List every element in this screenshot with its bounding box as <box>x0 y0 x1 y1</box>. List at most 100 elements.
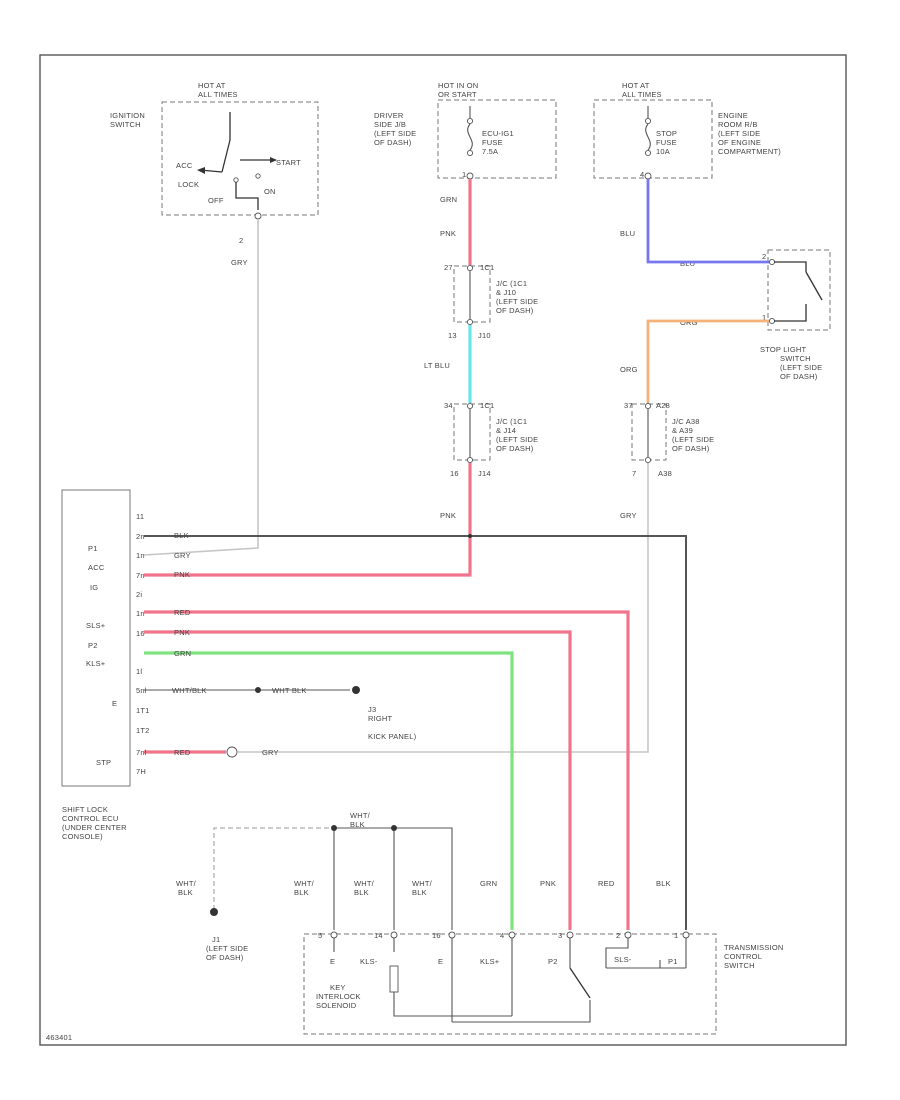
stop-switch-terminal-2 <box>768 258 776 266</box>
driver-jb-fuse-1: ECU-IG1 <box>482 129 514 138</box>
tcs-wire-3a: WHT/ <box>412 879 433 888</box>
ground-j1-loc-2: OF DASH) <box>206 953 244 962</box>
stop-switch-terminal-1 <box>768 317 776 325</box>
tcs-name-2: CONTROL <box>724 952 762 961</box>
tcs-label-p1: P1 <box>668 957 678 966</box>
ignition-terminal-2 <box>254 212 262 220</box>
ignition-pos-start: START <box>276 158 301 167</box>
tcs-wire-2b: BLK <box>354 888 369 897</box>
ecu-pin-11: 1T2 <box>136 726 150 735</box>
tcs-terminal-2 <box>624 931 632 939</box>
ecu-pin-4: 7n <box>136 571 145 580</box>
jc-stop-wire-in: ORG <box>620 365 638 374</box>
ignition-name-1: IGNITION <box>110 111 145 120</box>
engine-rb-fuse-2: FUSE <box>656 138 677 147</box>
tcs-terminal-16 <box>448 931 456 939</box>
driver-jb-pin: 1 <box>462 170 466 179</box>
ecu-wire-pnk-p2: PNK <box>174 628 190 637</box>
ecu-box <box>61 489 131 787</box>
wire-gry-ignition <box>143 219 259 556</box>
jc-upper-terminal-bottom <box>466 318 474 326</box>
tcs-label-e2: E <box>438 957 443 966</box>
ground-j1-icon <box>210 908 218 916</box>
tcs-wire-1b: BLK <box>294 888 309 897</box>
ecu-label-e: E <box>112 699 117 708</box>
jc-lower-label-1: J/C (1C1 <box>496 417 527 426</box>
splice-dot-tcs <box>391 825 397 831</box>
driver-jb-hot-2: OR START <box>438 90 477 99</box>
ecu-pin-1: 11 <box>136 512 144 521</box>
tcs-wire-pnk: PNK <box>540 879 556 888</box>
engine-rb-name-1: ENGINE <box>718 111 748 120</box>
engine-rb-wire: BLU <box>620 229 635 238</box>
driver-jb-name-2: SIDE J/B <box>374 120 406 129</box>
jc-stop-pin-top: 37 <box>624 401 633 410</box>
ignition-name-2: SWITCH <box>110 120 141 129</box>
wire-pnk-p2 <box>144 630 572 930</box>
tcs-wire-1a: WHT/ <box>294 879 315 888</box>
ecu-pin-10: 1T1 <box>136 706 150 715</box>
ground-j1: WHT/ BLK J1 (LEFT SIDE OF DASH) <box>176 879 248 962</box>
jc-lower-conn-bottom: J14 <box>478 469 491 478</box>
ecu-pin-8: 1l <box>136 667 142 676</box>
jc-stop-label-4: OF DASH) <box>672 444 710 453</box>
ground-j3-id: J3 <box>368 705 376 714</box>
jc-upper-conn-bottom: J10 <box>478 331 491 340</box>
stop-switch-name-3: (LEFT SIDE <box>780 363 822 372</box>
tcs-wire-3b: BLK <box>412 888 427 897</box>
stop-light-switch: 2 1 BLU ORG STOP LIGHT SWITCH (LEFT SIDE… <box>680 249 831 381</box>
driver-jb-name-4: OF DASH) <box>374 138 412 147</box>
ground-j3-icon <box>352 686 360 694</box>
engine-rb-box <box>593 99 713 179</box>
ecu-label-stp: STP <box>96 758 111 767</box>
ecu-wire-pnk-ig: PNK <box>174 570 190 579</box>
ignition-output-link <box>235 182 259 210</box>
stop-switch-name-2: SWITCH <box>780 354 811 363</box>
stop-switch-name-1: STOP LIGHT <box>760 345 807 354</box>
splice-dot-ecu-ground <box>255 687 261 693</box>
fuse-icon <box>467 123 473 151</box>
splice-dot-j1 <box>331 825 337 831</box>
splice-dot-p1 <box>468 534 472 538</box>
ecu-pin-3: 1n <box>136 551 145 560</box>
tcs-int-kls-link <box>393 992 512 1017</box>
ignition-pos-acc: ACC <box>176 161 193 170</box>
ecu-pin-2: 2n <box>136 532 145 541</box>
driver-jb-wire-1: GRN <box>440 195 457 204</box>
stop-fuse-icon <box>645 123 651 151</box>
ecu-pin-6: 1n <box>136 609 145 618</box>
engine-rb-name-2: ROOM R/B <box>718 120 758 129</box>
jc-upper-pin-bottom: 13 <box>448 331 457 340</box>
ignition-arrow-icon <box>197 167 205 174</box>
stop-switch-blade <box>805 271 823 301</box>
ecu-wire-blk: BLK <box>174 531 189 540</box>
tcs-int-ground-bus <box>452 1000 591 1023</box>
engine-rb-name-5: COMPARTMENT) <box>718 147 781 156</box>
solenoid-coil-icon <box>389 965 399 993</box>
ecu-pin-13: 7H <box>136 767 146 776</box>
jc-upper-conn-top: 1C1 <box>480 263 494 272</box>
engine-rb-fuse-1: STOP <box>656 129 677 138</box>
jc-stop-box <box>631 403 667 461</box>
ignition-switch: HOT AT ALL TIMES IGNITION SWITCH ACC LOC… <box>110 81 319 267</box>
jc-lower-terminal-top <box>466 402 474 410</box>
engine-rb-hot-2: ALL TIMES <box>622 90 662 99</box>
ignition-wire-label: GRY <box>231 258 248 267</box>
ground-j1-wire-1: WHT/ <box>176 879 197 888</box>
tcs-pin-14: 14 <box>374 931 383 940</box>
ecu-pin-7: 16 <box>136 629 145 638</box>
engine-rb-name-4: OF ENGINE <box>718 138 761 147</box>
diagram-frame <box>39 54 847 1046</box>
tcs-wire-red: RED <box>598 879 615 888</box>
tcs-label-p2: P2 <box>548 957 558 966</box>
jc-lower-label-3: (LEFT SIDE <box>496 435 538 444</box>
wires <box>143 179 769 930</box>
ecu-wire-red: RED <box>174 608 191 617</box>
jc-stop-pin-bottom: 7 <box>632 469 636 478</box>
ecu-wire-gry: GRY <box>174 551 191 560</box>
jc-lower-pin-bottom: 16 <box>450 469 459 478</box>
jc-lower-conn-top: 1C1 <box>480 401 494 410</box>
engine-room-rb: HOT AT ALL TIMES STOP FUSE 10A ENGINE RO… <box>593 81 781 238</box>
tcs-int-sls <box>605 938 629 968</box>
tcs-pin-16: 16 <box>432 931 441 940</box>
